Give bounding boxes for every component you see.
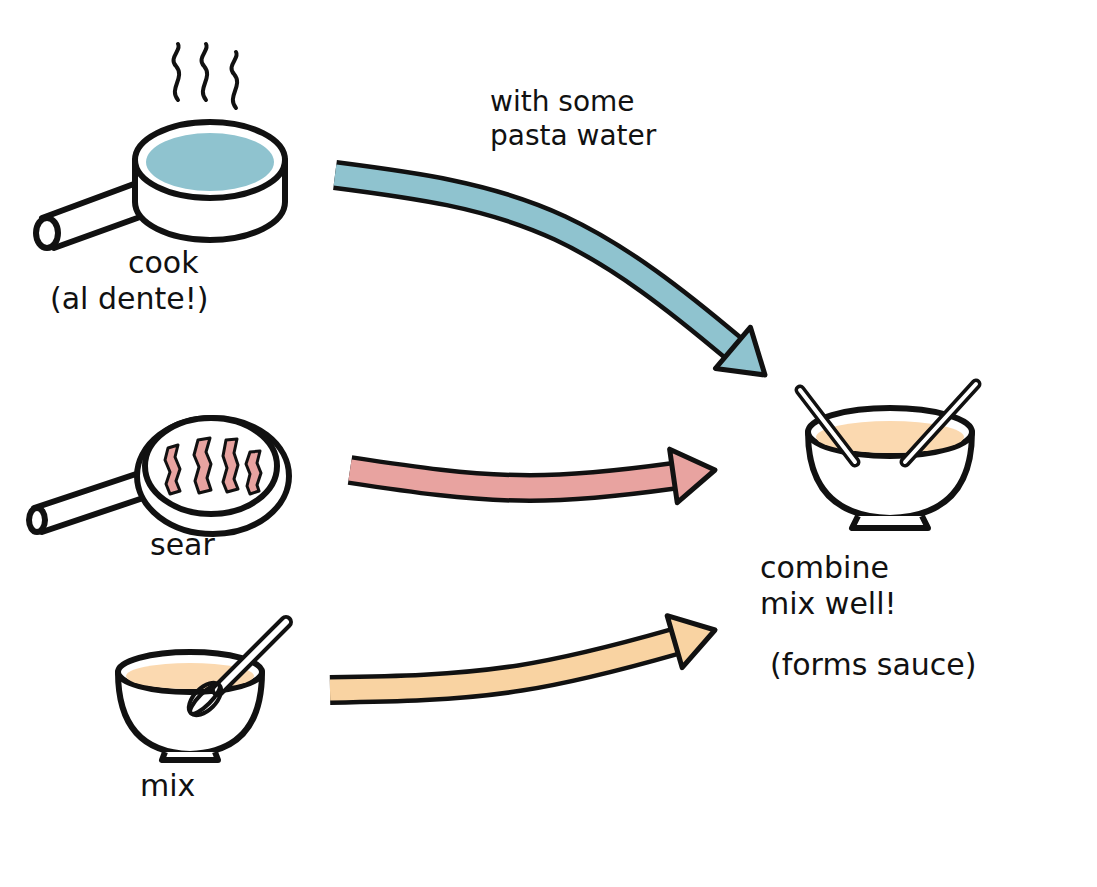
- step-node: combine mix well! (forms sauce): [715, 375, 1040, 695]
- step-caption: combine mix well!: [760, 550, 945, 622]
- steam: [173, 44, 237, 108]
- arrow-head: [667, 616, 715, 668]
- arrow-head: [716, 327, 765, 375]
- flow-arrow: [350, 449, 715, 502]
- arrow-body: [350, 470, 715, 488]
- step-caption: cook: [128, 245, 199, 281]
- edge-label-box: with some pasta water: [490, 85, 705, 153]
- step-caption: sear: [150, 527, 215, 563]
- arrow-outline: [335, 175, 765, 375]
- step-note: (forms sauce): [770, 647, 977, 683]
- flow-arrow: [335, 175, 765, 375]
- pan: [29, 418, 289, 534]
- pot: [36, 122, 285, 248]
- arrow-body: [335, 175, 765, 375]
- serving-bowl: [800, 384, 976, 528]
- arrow-outline: [350, 470, 715, 488]
- flow-arrow: [330, 616, 715, 690]
- step-node: sear: [25, 405, 350, 575]
- arrow-outline: [330, 630, 715, 690]
- step-note: (al dente!): [50, 281, 208, 317]
- arrow-head: [670, 449, 715, 502]
- arrow-body: [330, 630, 715, 690]
- step-node: mix: [110, 610, 330, 810]
- mixing-bowl: [118, 622, 286, 760]
- edge-label: with some pasta water: [490, 85, 705, 153]
- step-caption: mix: [140, 768, 195, 804]
- step-node: cook(al dente!): [30, 45, 335, 335]
